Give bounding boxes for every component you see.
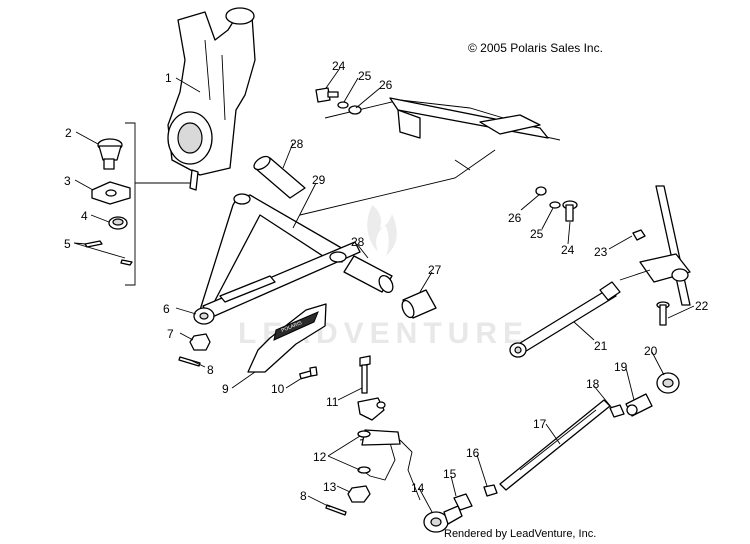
washer-upper-left xyxy=(337,101,349,109)
nut-upper-left xyxy=(348,105,362,115)
pivot-bolt xyxy=(656,301,670,326)
callout-1: 1 xyxy=(165,71,172,85)
jam-nut-left xyxy=(453,493,473,511)
callout-28-middle: 28 xyxy=(351,235,365,249)
callout-22: 22 xyxy=(695,299,709,313)
a-arm xyxy=(199,193,361,319)
jam-nut-right xyxy=(609,404,625,418)
callout-labels: 1 2 3 4 5 6 7 8 9 10 11 12 13 8 14 15 16… xyxy=(64,59,709,503)
callout-17: 17 xyxy=(533,417,547,431)
callout-23: 23 xyxy=(594,245,608,259)
lock-nut xyxy=(347,485,371,503)
callout-16: 16 xyxy=(466,446,480,460)
washer-right xyxy=(549,201,561,209)
callout-15: 15 xyxy=(443,467,457,481)
callout-7: 7 xyxy=(167,327,174,341)
callout-8: 8 xyxy=(207,363,214,377)
callout-11: 11 xyxy=(326,395,339,409)
callout-29: 29 xyxy=(312,173,326,187)
cotter-pin-lower xyxy=(325,504,347,516)
callout-14: 14 xyxy=(411,481,425,495)
callout-25-upper: 25 xyxy=(358,69,372,83)
callout-3: 3 xyxy=(64,174,71,188)
bushing-upper xyxy=(253,155,306,199)
nut-right xyxy=(535,186,547,196)
castle-nut xyxy=(189,333,211,351)
callout-6: 6 xyxy=(163,302,170,316)
washers xyxy=(357,430,371,474)
pivot-bracket xyxy=(357,397,386,421)
a-arm-ball-end xyxy=(193,307,215,325)
frame-rail xyxy=(299,97,561,216)
bolt-upper-left xyxy=(315,87,339,103)
group-bracket xyxy=(125,122,136,286)
bolt-right xyxy=(562,200,578,222)
callout-20: 20 xyxy=(644,344,658,358)
ball-joint xyxy=(97,138,123,170)
callout-4: 4 xyxy=(81,209,88,223)
callout-28-upper: 28 xyxy=(290,137,304,151)
tie-rod-end-left xyxy=(423,505,463,533)
callout-5: 5 xyxy=(64,237,71,251)
cotter-pins xyxy=(84,240,133,266)
tie-rod xyxy=(499,399,611,491)
cotter-pin xyxy=(178,356,201,367)
tie-rod-assembly xyxy=(509,281,621,358)
copyright-notice: © 2005 Polaris Sales Inc. xyxy=(468,41,603,55)
callout-9: 9 xyxy=(222,382,229,396)
callout-2: 2 xyxy=(65,126,72,140)
callout-26-upper: 26 xyxy=(379,78,393,92)
callout-13: 13 xyxy=(323,480,337,494)
leader-lines xyxy=(73,67,695,513)
callout-27: 27 xyxy=(428,263,442,277)
steering-knuckle xyxy=(167,7,256,191)
callout-25-right: 25 xyxy=(530,227,544,241)
rod-end-right xyxy=(625,393,653,417)
callout-24-upper: 24 xyxy=(332,59,346,73)
bushing-middle xyxy=(343,255,394,294)
callout-10: 10 xyxy=(271,382,285,396)
callout-18: 18 xyxy=(586,377,600,391)
callout-24-right: 24 xyxy=(561,243,575,257)
callout-26-right: 26 xyxy=(508,211,522,225)
callout-8-lower: 8 xyxy=(300,489,307,503)
callout-21: 21 xyxy=(594,339,608,353)
steering-post xyxy=(619,185,691,306)
retainer-plate xyxy=(91,181,131,205)
seal-cap xyxy=(108,216,128,230)
frame-mount xyxy=(359,429,421,501)
flange-nut xyxy=(632,229,646,241)
rendered-by-credit: Rendered by LeadVenture, Inc. xyxy=(444,528,597,540)
callout-19: 19 xyxy=(614,360,628,374)
callout-12: 12 xyxy=(313,450,327,464)
guard-bolt xyxy=(299,366,318,380)
mounting-bolt xyxy=(359,355,371,394)
rod-end-ball xyxy=(656,372,680,394)
adjuster-nut xyxy=(483,484,498,497)
bushing-lower xyxy=(401,289,437,319)
